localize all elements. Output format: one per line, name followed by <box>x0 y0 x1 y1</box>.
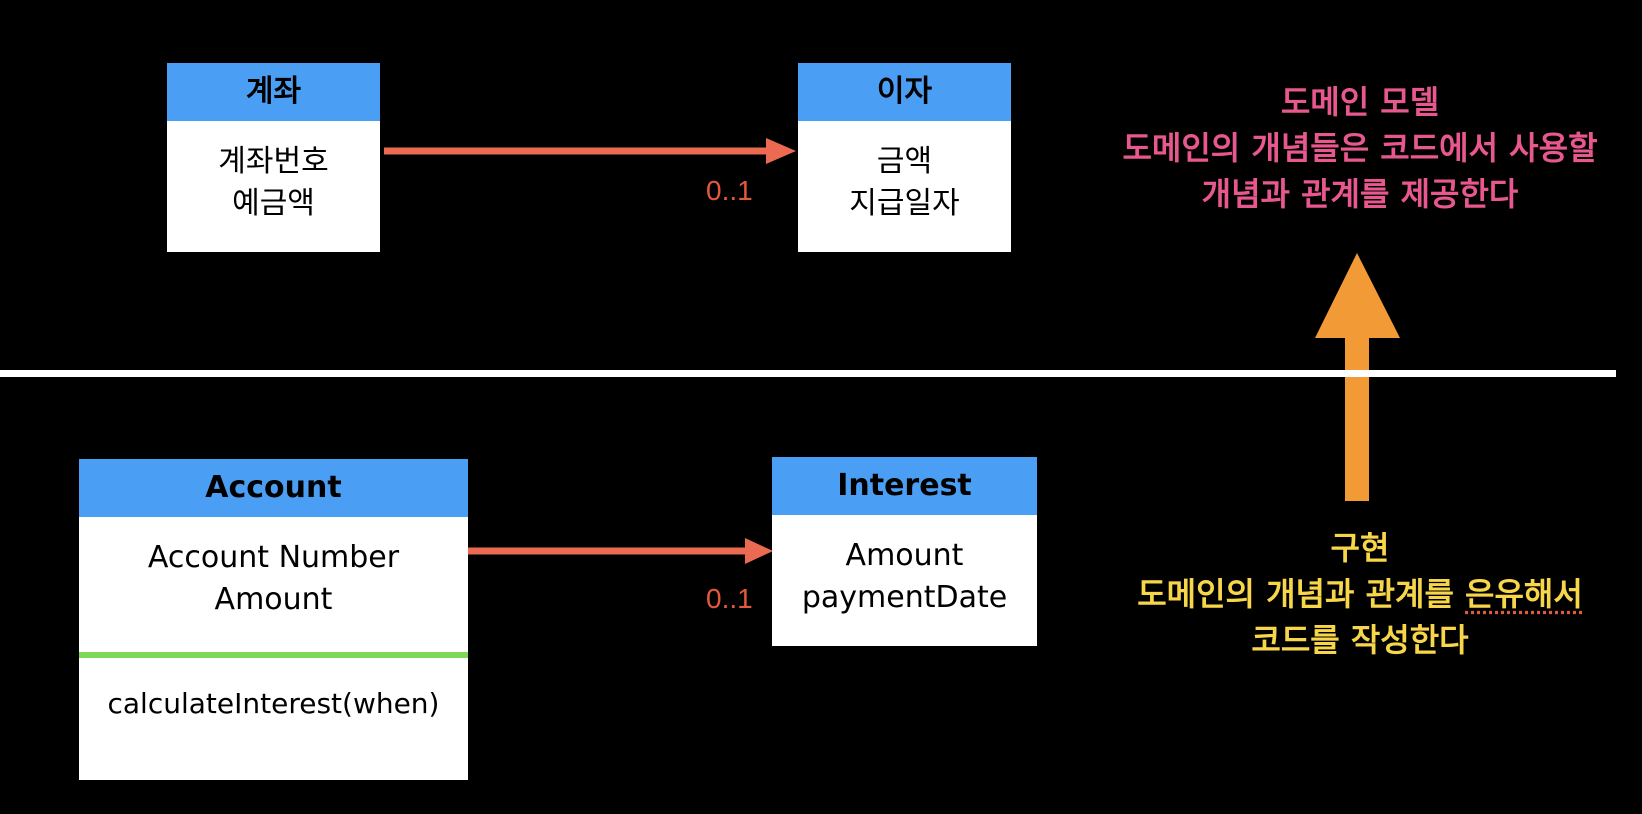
implementation-up-arrow <box>1315 253 1400 501</box>
domain-note-line: 도메인의 개념들은 코드에서 사용할 <box>1122 129 1598 167</box>
code-interest-box: Interest Amount paymentDate <box>772 457 1037 646</box>
layer-separator-line <box>0 370 1616 377</box>
domain-interest-box: 이자 금액 지급일자 <box>798 63 1011 252</box>
code-account-method: calculateInterest(when) <box>107 687 440 720</box>
attribute: 계좌번호 <box>218 144 329 179</box>
code-account-box: Account Account Number Amount calculateI… <box>79 459 468 780</box>
attribute: 지급일자 <box>849 186 960 221</box>
domain-account-box: 계좌 계좌번호 예금액 <box>167 63 380 252</box>
implementation-note: 구현 도메인의 개념과 관계를 은유해서 코드를 작성한다 <box>1100 525 1620 663</box>
method-divider <box>79 652 468 658</box>
code-multiplicity-label: 0..1 <box>706 583 753 614</box>
domain-interest-attributes: 금액 지급일자 <box>798 121 1011 225</box>
domain-interest-title: 이자 <box>798 63 1011 121</box>
code-account-attributes: Account Number Amount <box>79 517 468 621</box>
domain-account-title: 계좌 <box>167 63 380 121</box>
metaphor-word: 은유해서 <box>1465 575 1583 613</box>
domain-multiplicity-label: 0..1 <box>706 175 753 206</box>
domain-note-heading: 도메인 모델 <box>1280 83 1440 121</box>
code-interest-attributes: Amount paymentDate <box>772 515 1037 619</box>
domain-association-arrow <box>384 138 796 164</box>
code-account-title: Account <box>79 459 468 517</box>
attribute: Account Number <box>147 540 400 575</box>
implementation-note-text: 도메인의 개념과 관계를 <box>1137 575 1466 613</box>
attribute: 금액 <box>876 144 933 179</box>
attribute: paymentDate <box>801 580 1008 615</box>
implementation-note-line: 코드를 작성한다 <box>1251 621 1469 659</box>
attribute: Amount <box>214 582 333 617</box>
attribute: Amount <box>845 538 964 573</box>
code-interest-title: Interest <box>772 457 1037 515</box>
domain-model-note: 도메인 모델 도메인의 개념들은 코드에서 사용할 개념과 관계를 제공한다 <box>1100 79 1620 217</box>
attribute: 예금액 <box>232 186 315 221</box>
domain-account-attributes: 계좌번호 예금액 <box>167 121 380 225</box>
domain-note-line: 개념과 관계를 제공한다 <box>1201 175 1519 213</box>
implementation-note-line: 도메인의 개념과 관계를 은유해서 <box>1100 571 1620 617</box>
implementation-note-heading: 구현 <box>1330 529 1390 567</box>
code-association-arrow <box>468 538 773 564</box>
